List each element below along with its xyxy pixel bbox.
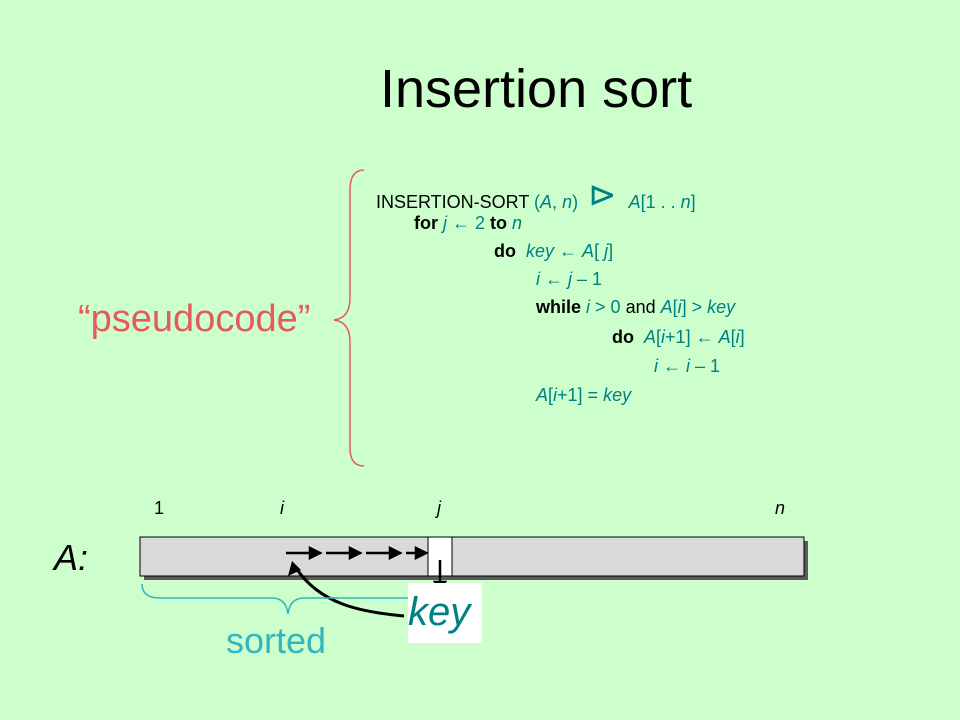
code-var: i: [735, 327, 740, 347]
code-var: i: [536, 269, 540, 289]
code-var: n: [680, 192, 691, 212]
sorted-label: sorted: [226, 620, 327, 661]
code-text: [: [548, 385, 554, 405]
comment-triangle-icon: ⊳: [588, 176, 617, 214]
code-line-7: A[i+1] = key: [536, 386, 631, 404]
code-var: i: [586, 297, 591, 317]
code-var: n: [512, 213, 523, 233]
array-label: A:: [54, 537, 89, 578]
code-var: A: [644, 327, 657, 347]
code-header: INSERTION-SORT (A, n)⊳A[1 . . n]: [376, 178, 696, 214]
code-var: i: [677, 297, 682, 317]
code-text: – 1: [572, 269, 603, 289]
code-var: i: [553, 385, 558, 405]
code-text: ] >: [681, 297, 708, 317]
code-text: – 1: [690, 356, 721, 376]
pseudocode-brace: [333, 169, 365, 467]
code-line-2: do key ← A[ j]: [494, 242, 613, 260]
code-keyword: do: [612, 327, 634, 347]
code-var: i: [686, 356, 691, 376]
index-label-j: j: [437, 498, 441, 518]
code-var: j: [604, 241, 609, 261]
code-var: i: [654, 356, 658, 376]
code-var: key: [707, 297, 736, 317]
code-line-3: i ← j – 1: [536, 270, 602, 288]
code-text: (: [529, 192, 541, 212]
insert-curve-arrow: [288, 561, 405, 618]
sorted-brace: [141, 583, 441, 615]
shift-arrows: [286, 545, 429, 561]
code-text: > 0: [590, 297, 626, 317]
code-line-4: while i > 0 and A[i] > key: [536, 298, 735, 316]
code-line-5: do A[i+1] ← A[i]: [612, 328, 745, 346]
code-var: A: [718, 327, 731, 347]
key-label: key: [408, 590, 471, 634]
code-text: +1] ←: [665, 327, 719, 347]
code-var: i: [661, 327, 666, 347]
code-text: ←: [540, 269, 569, 289]
code-text: ← 2: [447, 213, 491, 233]
code-text: +1] =: [557, 385, 604, 405]
index-label-i: i: [280, 498, 284, 518]
code-text: ): [572, 192, 579, 212]
code-var: j: [443, 213, 448, 233]
code-text: ←: [554, 241, 583, 261]
algorithm-name: INSERTION-SORT: [376, 192, 530, 212]
code-var: A: [582, 241, 595, 261]
code-keyword: and: [625, 297, 656, 317]
code-keyword: for: [414, 213, 438, 233]
code-line-6: i ← i – 1: [654, 357, 720, 375]
code-var: A: [536, 385, 549, 405]
code-text: [: [656, 327, 662, 347]
code-var: key: [603, 385, 632, 405]
array-bar: [139, 536, 805, 577]
code-text: [: [672, 297, 678, 317]
code-var: n: [562, 192, 573, 212]
code-text: ←: [658, 356, 687, 376]
code-text: [: [594, 241, 605, 261]
code-text: ,: [552, 192, 563, 212]
key-box: [408, 583, 482, 643]
code-var: A: [628, 192, 641, 212]
code-text: ]: [608, 241, 614, 261]
code-var: key: [526, 241, 555, 261]
code-keyword: to: [490, 213, 508, 233]
index-label-n: n: [775, 498, 786, 518]
code-var: A: [540, 192, 553, 212]
code-var: j: [568, 269, 573, 289]
code-text: ]: [690, 192, 696, 212]
slide-title: Insertion sort: [380, 59, 693, 119]
code-keyword: do: [494, 241, 516, 261]
code-text: ]: [739, 327, 745, 347]
code-text: [1 . .: [640, 192, 681, 212]
code-line-1: for j ← 2 to n: [414, 214, 522, 232]
pseudocode-label: “pseudocode”: [78, 298, 311, 340]
index-label-1: 1: [154, 498, 165, 518]
code-var: A: [660, 297, 673, 317]
code-text: [: [730, 327, 736, 347]
code-keyword: while: [536, 297, 582, 317]
